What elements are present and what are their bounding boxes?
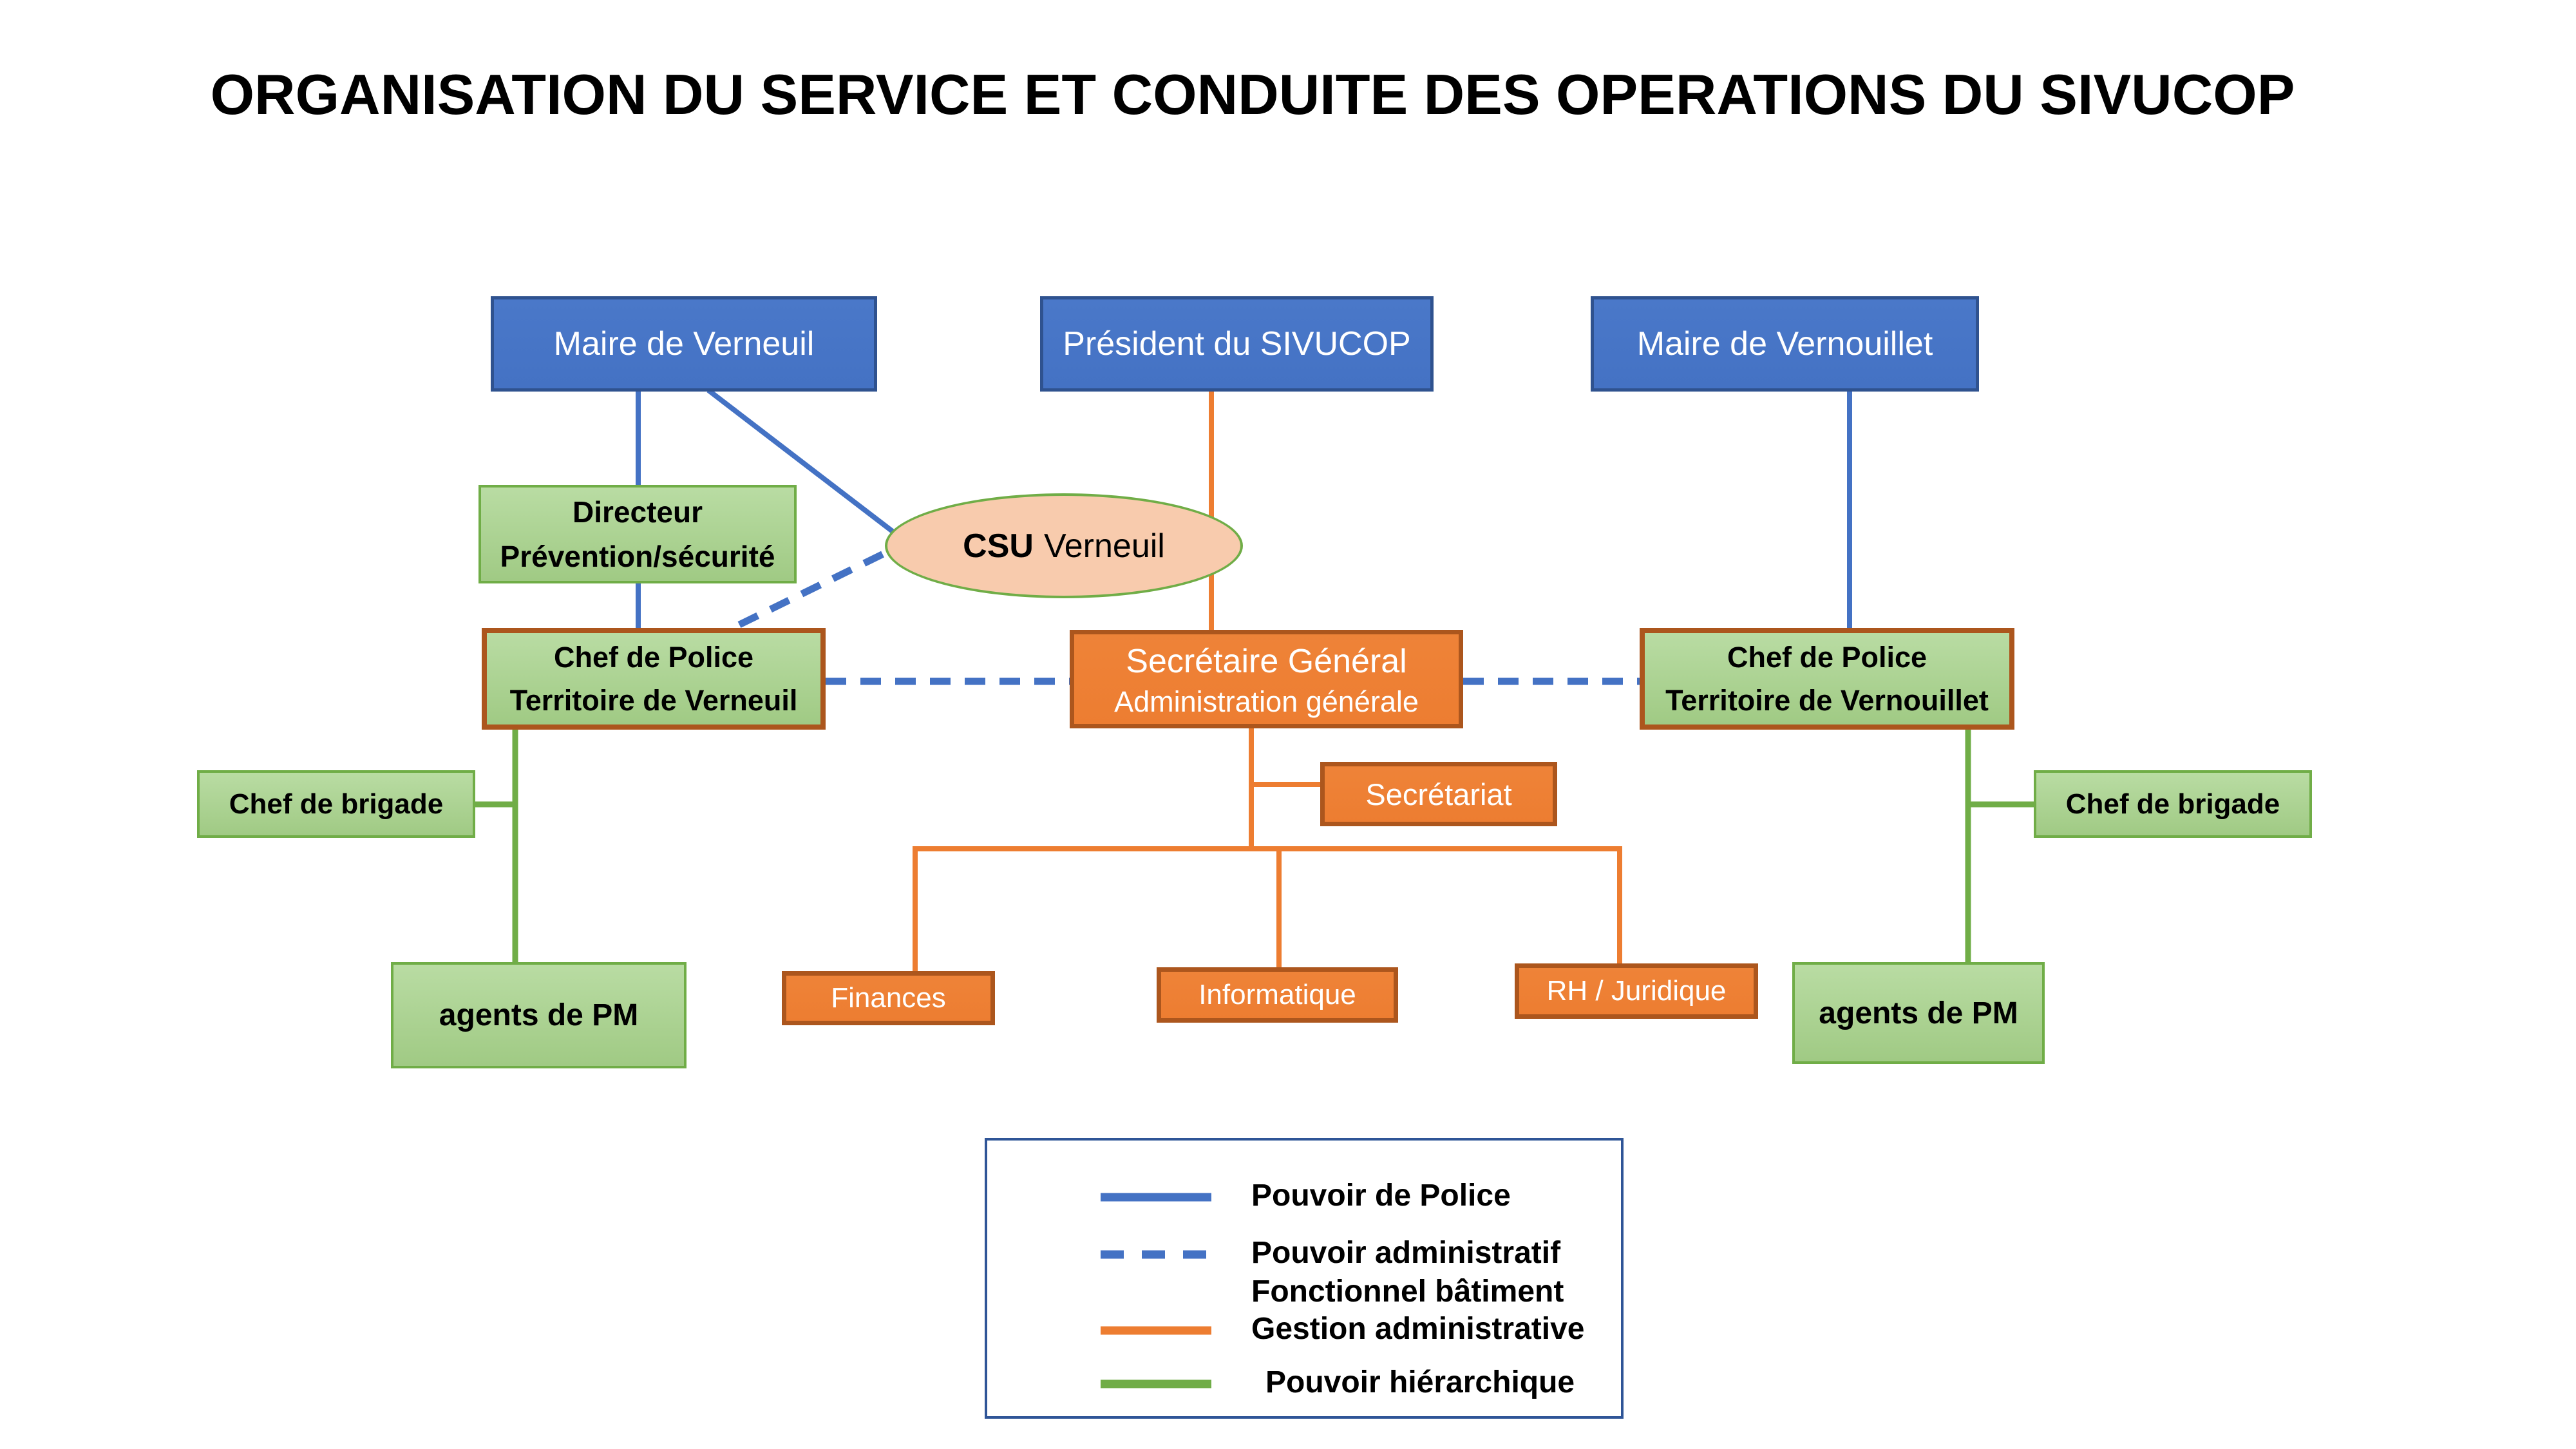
node-rh-juridique: RH / Juridique	[1515, 963, 1758, 1019]
legend-label-pouvoir-hierarchique: Pouvoir hiérarchique	[1265, 1365, 1575, 1399]
node-maire-vernouillet: Maire de Vernouillet	[1591, 296, 1979, 392]
node-chef-police-verneuil: Chef de Police Territoire de Verneuil	[482, 628, 826, 730]
legend-line-hierarchie-solid-icon	[1101, 1379, 1211, 1388]
node-maire-verneuil: Maire de Verneuil	[491, 296, 877, 392]
dashed-chef-verneuil-to-csu	[737, 544, 898, 628]
node-chef-police-vernouillet-line1: Chef de Police	[1727, 640, 1927, 674]
node-chef-brigade-left: Chef de brigade	[197, 770, 475, 838]
legend-box: Pouvoir de Police Pouvoir administratif …	[985, 1138, 1624, 1419]
node-csu-label-bold: CSU	[963, 527, 1034, 565]
node-secretariat-label: Secrétariat	[1365, 777, 1512, 811]
node-agents-pm-left-label: agents de PM	[439, 998, 639, 1032]
node-president-sivucop: Président du SIVUCOP	[1040, 296, 1434, 392]
node-finances-label: Finances	[831, 982, 946, 1014]
legend-line-admin-dashed-icon	[1101, 1250, 1211, 1259]
node-chef-police-verneuil-line1: Chef de Police	[553, 640, 754, 674]
node-csu-label-rest: Verneuil	[1043, 527, 1165, 565]
node-maire-verneuil-label: Maire de Verneuil	[553, 325, 815, 363]
node-maire-vernouillet-label: Maire de Vernouillet	[1636, 325, 1933, 363]
node-agents-pm-left: agents de PM	[391, 962, 687, 1068]
admin-power-lines	[737, 544, 1640, 685]
legend-label-pouvoir-de-police: Pouvoir de Police	[1251, 1179, 1511, 1213]
node-secretaire-general-line2: Administration générale	[1114, 685, 1419, 718]
admin-management-lines	[913, 392, 1622, 974]
legend-line-gestion-solid-icon	[1101, 1326, 1211, 1335]
hierarchy-lines	[475, 728, 2034, 962]
legend-label-fonctionnel-batiment: Fonctionnel bâtiment	[1251, 1274, 1564, 1309]
legend-label-pouvoir-administratif: Pouvoir administratif	[1251, 1236, 1561, 1270]
node-agents-pm-right: agents de PM	[1792, 962, 2045, 1064]
node-president-sivucop-label: Président du SIVUCOP	[1063, 325, 1411, 363]
node-agents-pm-right-label: agents de PM	[1819, 996, 2018, 1030]
node-finances: Finances	[782, 971, 995, 1025]
node-chef-brigade-right: Chef de brigade	[2034, 770, 2312, 838]
node-secretaire-general: Secrétaire Général Administration généra…	[1070, 630, 1463, 728]
node-csu-verneuil: CSU Verneuil	[885, 493, 1243, 598]
node-informatique: Informatique	[1157, 967, 1398, 1023]
node-rh-juridique-label: RH / Juridique	[1546, 975, 1727, 1007]
node-chef-police-vernouillet: Chef de Police Territoire de Vernouillet	[1640, 628, 2014, 730]
node-chef-police-verneuil-line2: Territoire de Verneuil	[509, 684, 798, 717]
node-secretariat: Secrétariat	[1320, 762, 1557, 826]
node-secretaire-general-line1: Secrétaire Général	[1126, 643, 1407, 681]
node-informatique-label: Informatique	[1198, 979, 1356, 1010]
node-directeur-line2: Prévention/sécurité	[500, 539, 775, 573]
legend-line-police-solid-icon	[1101, 1193, 1211, 1202]
line-maire-verneuil-to-csu	[706, 388, 909, 545]
node-chef-brigade-left-label: Chef de brigade	[229, 788, 444, 820]
police-power-lines	[636, 388, 1852, 631]
node-chef-police-vernouillet-line2: Territoire de Vernouillet	[1665, 684, 1989, 717]
node-chef-brigade-right-label: Chef de brigade	[2065, 788, 2280, 820]
node-directeur-prevention-securite: Directeur Prévention/sécurité	[478, 485, 797, 583]
org-chart-title: ORGANISATION DU SERVICE ET CONDUITE DES …	[210, 62, 2295, 126]
legend-label-gestion-administrative: Gestion administrative	[1251, 1312, 1585, 1346]
node-directeur-line1: Directeur	[573, 495, 703, 529]
